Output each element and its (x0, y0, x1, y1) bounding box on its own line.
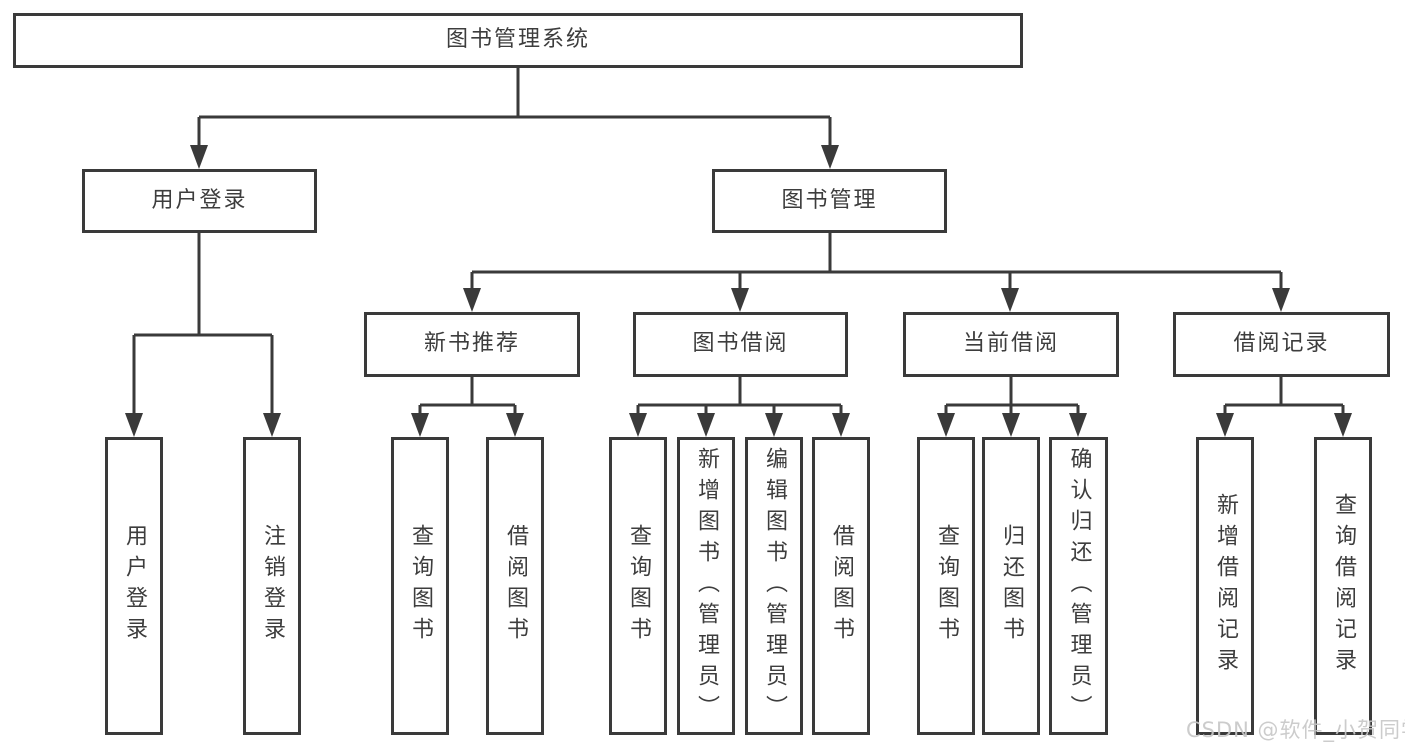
leaf-borrow-book-label: 借阅图书 (829, 524, 854, 648)
leaf-edit-book-admin: 编辑图书（管理员） (745, 437, 803, 735)
node-new-book-rec: 新书推荐 (364, 312, 580, 377)
leaf-return-book: 归还图书 (982, 437, 1040, 735)
csdn-watermark: CSDN @软件_小贺同学 (1186, 718, 1405, 742)
leaf-borrow-book: 借阅图书 (812, 437, 870, 735)
leaf-confirm-return-admin-label: 确认归还（管理员） (1066, 446, 1092, 726)
leaf-add-borrow-record: 新增借阅记录 (1196, 437, 1254, 735)
leaf-rec-query-book-label: 查询图书 (408, 524, 433, 648)
leaf-rec-borrow-book: 借阅图书 (486, 437, 544, 735)
node-book-borrow: 图书借阅 (633, 312, 848, 377)
node-borrow-records: 借阅记录 (1173, 312, 1390, 377)
leaf-current-query-book: 查询图书 (917, 437, 975, 735)
connector-new-book-rec-to-leaves (418, 377, 517, 417)
node-user-login: 用户登录 (82, 169, 317, 233)
node-book-borrow-label: 图书借阅 (692, 331, 789, 357)
node-new-book-rec-label: 新书推荐 (423, 331, 520, 357)
node-book-mgmt: 图书管理 (712, 169, 947, 233)
leaf-user-login-label: 用户登录 (122, 524, 147, 648)
node-user-login-label: 用户登录 (151, 187, 248, 213)
leaf-query-borrow-record-label: 查询借阅记录 (1331, 493, 1356, 679)
connector-book-borrow-to-leaves (636, 377, 843, 417)
leaf-query-borrow-record: 查询借阅记录 (1314, 437, 1372, 735)
leaf-logout: 注销登录 (243, 437, 301, 735)
leaf-edit-book-admin-label: 编辑图书（管理员） (762, 446, 787, 726)
node-root: 图书管理系统 (13, 13, 1023, 68)
connector-borrow-records-to-leaves (1223, 377, 1345, 417)
connector-book-mgmt-to-level3 (470, 233, 1283, 294)
leaf-user-login: 用户登录 (105, 437, 163, 735)
leaf-add-borrow-record-label: 新增借阅记录 (1213, 493, 1238, 679)
leaf-return-book-label: 归还图书 (999, 524, 1024, 648)
node-current-borrow-label: 当前借阅 (962, 331, 1059, 357)
leaf-borrow-query-book: 查询图书 (609, 437, 667, 735)
leaf-rec-query-book: 查询图书 (391, 437, 449, 735)
node-current-borrow: 当前借阅 (903, 312, 1119, 377)
leaf-confirm-return-admin: 确认归还（管理员） (1049, 437, 1108, 735)
node-book-mgmt-label: 图书管理 (781, 187, 878, 213)
leaf-rec-borrow-book-label: 借阅图书 (503, 524, 528, 648)
leaf-add-book-admin: 新增图书（管理员） (677, 437, 735, 735)
leaf-current-query-book-label: 查询图书 (934, 524, 959, 648)
leaf-add-book-admin-label: 新增图书（管理员） (694, 446, 719, 726)
leaf-borrow-query-book-label: 查询图书 (626, 524, 651, 648)
node-borrow-records-label: 借阅记录 (1233, 331, 1330, 357)
node-root-label: 图书管理系统 (445, 27, 590, 53)
connector-user-login-to-leaves (132, 233, 274, 417)
leaf-logout-label: 注销登录 (260, 524, 285, 648)
arrowheads (125, 145, 1352, 437)
connector-current-borrow-to-leaves (944, 377, 1080, 417)
connector-root-to-level2 (197, 68, 832, 149)
